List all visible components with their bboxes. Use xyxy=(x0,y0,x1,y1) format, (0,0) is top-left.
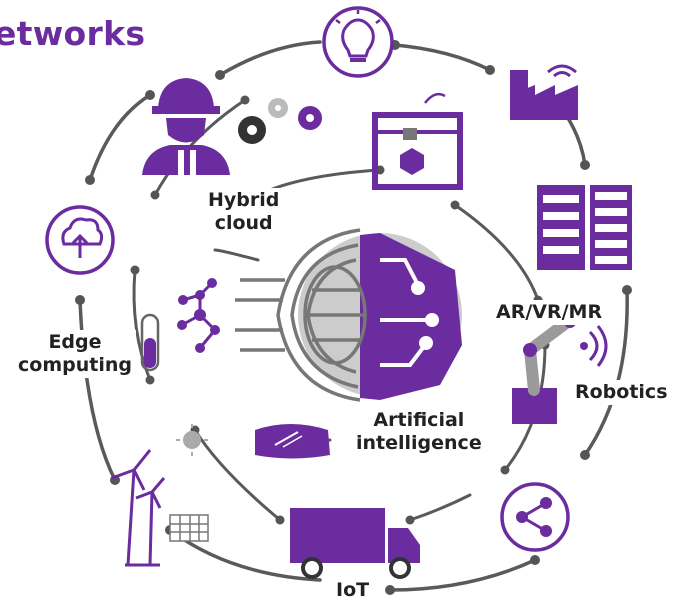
ai-brain-icon xyxy=(235,228,462,402)
label-hybrid-cloud: Hybrid cloud xyxy=(204,188,284,236)
page-title: etworks xyxy=(0,14,146,53)
share-icon xyxy=(500,482,570,552)
robot-arm-icon xyxy=(512,314,608,424)
factory-icon xyxy=(510,64,578,120)
3d-printer-icon xyxy=(372,92,463,190)
truck-icon xyxy=(290,508,420,579)
solar-panel-icon xyxy=(169,514,209,542)
sun-icon xyxy=(176,424,208,456)
label-artificial-intelligence: Artificial intelligence xyxy=(352,408,486,456)
vr-headset-icon xyxy=(255,424,330,459)
molecule-icon xyxy=(177,278,220,353)
gears-icon xyxy=(238,98,322,144)
engineer-icon xyxy=(142,78,230,175)
server-rack-icon xyxy=(537,185,632,270)
label-iot: IoT xyxy=(332,578,374,603)
wind-turbine-icon xyxy=(111,449,166,567)
label-ar-vr-mr: AR/VR/MR xyxy=(492,300,607,325)
cloud-upload-icon xyxy=(45,205,115,275)
test-tube-icon xyxy=(140,313,160,372)
lightbulb-icon xyxy=(322,6,394,78)
label-robotics: Robotics xyxy=(571,380,672,405)
label-edge-computing: Edge computing xyxy=(14,330,136,378)
